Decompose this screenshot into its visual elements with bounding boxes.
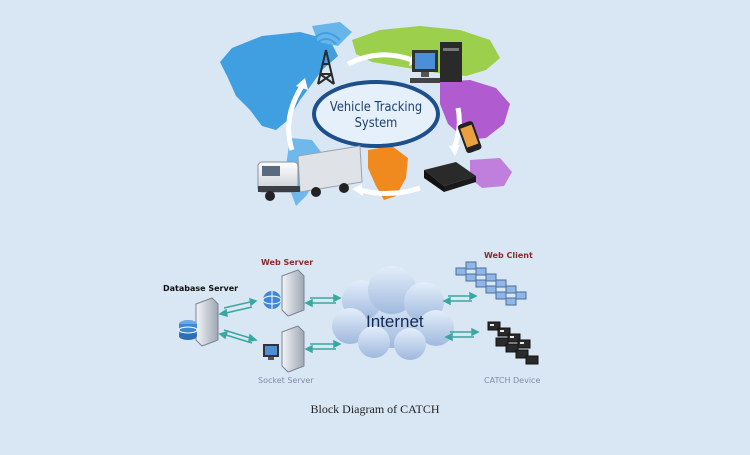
database-server-label: Database Server [163, 284, 239, 293]
catch-device-icon [487, 321, 539, 365]
vts-title: Vehicle Tracking System [328, 100, 423, 132]
truck-icon [257, 145, 363, 201]
database-server-icon [178, 297, 219, 347]
map-africa [368, 146, 408, 200]
gps-device-icon [424, 162, 476, 192]
antenna-tower-icon [311, 32, 341, 85]
internet-label: Internet [366, 312, 424, 331]
desktop-computer-icon [410, 42, 462, 83]
map-north-america [220, 32, 338, 130]
vts-title-line2: System [354, 116, 398, 131]
map-australia [470, 158, 512, 188]
web-server-icon [262, 269, 305, 317]
vts-title-line1: Vehicle Tracking [329, 100, 423, 115]
socket-server-label: Socket Server [258, 376, 314, 385]
web-server-label: Web Server [261, 258, 314, 267]
internet-cloud [332, 266, 454, 360]
web-client-icon [455, 261, 527, 306]
catch-device-label: CATCH Device [484, 376, 541, 385]
web-client-label: Web Client [484, 251, 533, 260]
smartphone-icon [457, 121, 482, 154]
figure-caption: Block Diagram of CATCH [310, 402, 440, 416]
vts-ellipse [312, 80, 440, 148]
connection-arrows [218, 291, 480, 354]
socket-server-icon [263, 325, 305, 373]
